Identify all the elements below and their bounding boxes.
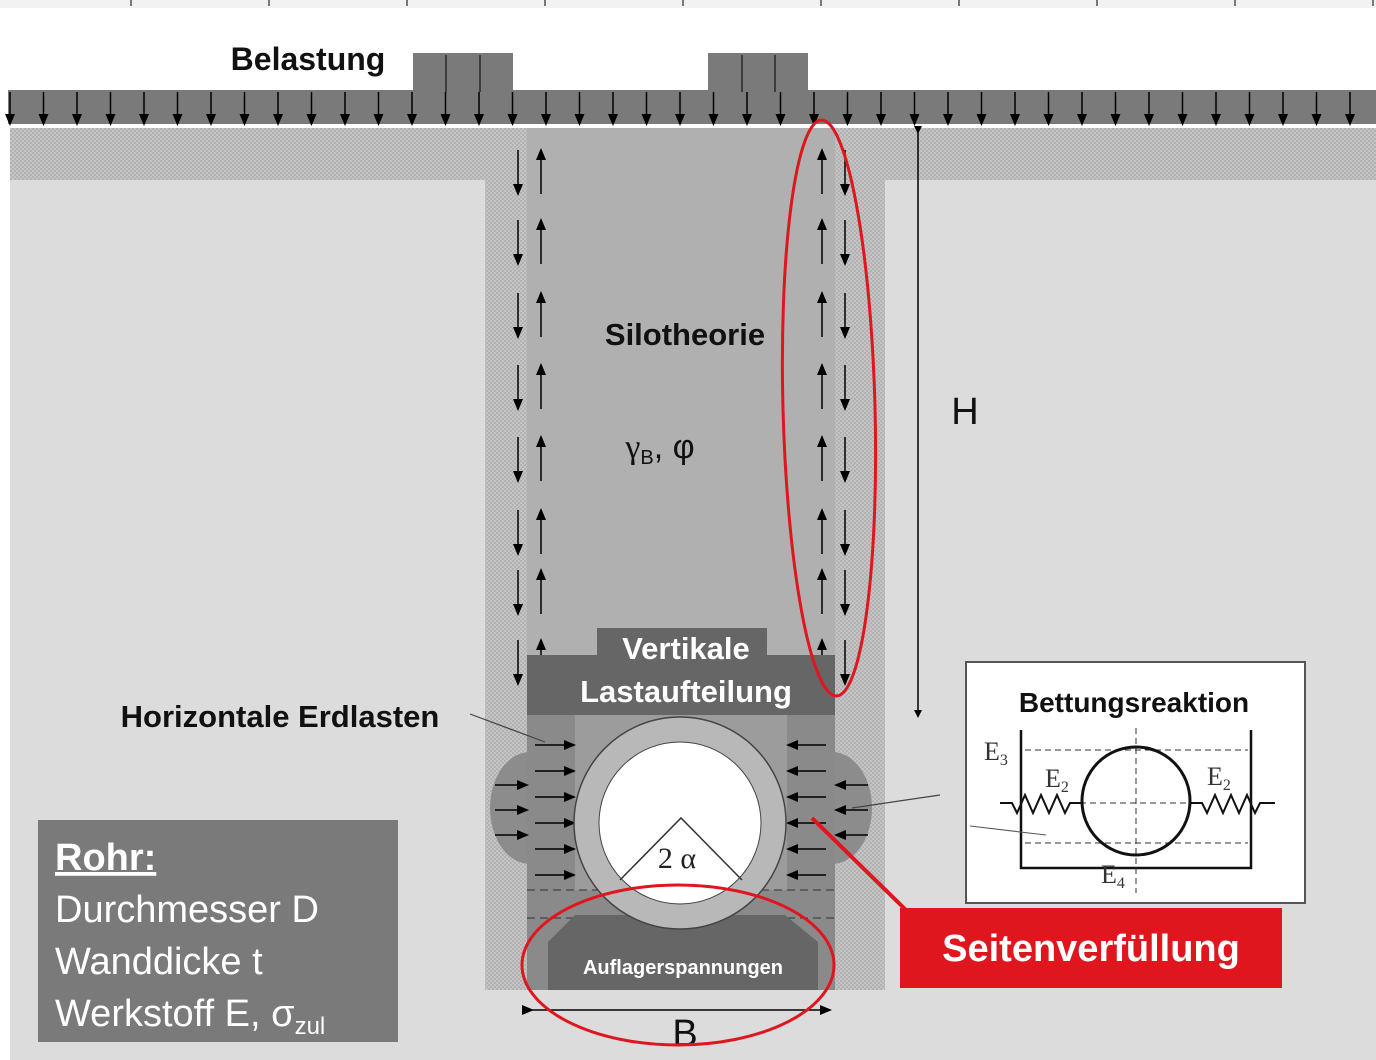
pipe-info-box [38,820,398,1042]
e4-label: E4 [1101,860,1125,892]
pipe-info-title: Rohr: [55,837,156,879]
support-highlight [520,883,836,1047]
point-load-left [413,53,513,93]
pipe-diameter: Durchmesser D [55,889,319,931]
top-ruler [0,0,1376,8]
surface-load-bar [8,90,1376,124]
horizontal-earth-load-label: Horizontale Erdlasten [121,699,440,734]
height-label: H [951,391,978,433]
vertical-distribution-box [527,655,835,715]
support-stress-label: Auflagerspannungen [583,957,783,979]
vertical-distribution-label-2: Lastaufteilung [580,674,792,709]
pipe-material: Werkstoff E, σzul [55,993,325,1040]
e2-left-label: E2 [1045,764,1069,796]
soil-parameters: γB, φ [624,428,694,469]
bedding-inner-leader [969,825,1047,836]
spring-left-icon [1000,792,1082,816]
vertical-distribution-label-1: Vertikale [622,631,750,666]
support-angle-lines [619,816,743,881]
side-fill-banner [900,908,1282,988]
load-label: Belastung [231,41,386,77]
ruler-ticks [130,0,1374,6]
side-fill-label: Seitenverfüllung [942,928,1240,970]
bedding-leader-line [851,794,941,809]
load-arrows [5,55,1355,126]
wall-friction-highlight [780,118,878,698]
bedding-title: Bettungsreaktion [1019,687,1249,718]
side-fill-pointer [810,816,910,914]
silo-theory-label: Silotheorie [605,317,765,352]
horizontal-leader-line [469,713,546,743]
support-angle-label: 2 α [658,842,697,875]
pipe-wall-thickness: Wanddicke t [55,941,263,983]
support-stress-box [548,942,818,990]
e3-label: E3 [984,737,1008,769]
spring-right-icon [1190,792,1275,816]
e2-right-label: E2 [1207,762,1231,794]
vertical-distribution-tab [597,628,767,660]
point-load-right [708,53,808,93]
width-label: B [672,1013,697,1055]
pipe-bore [598,741,762,905]
horizontal-earth-load-arrows [495,740,868,880]
bedding-pipe [1080,745,1192,857]
